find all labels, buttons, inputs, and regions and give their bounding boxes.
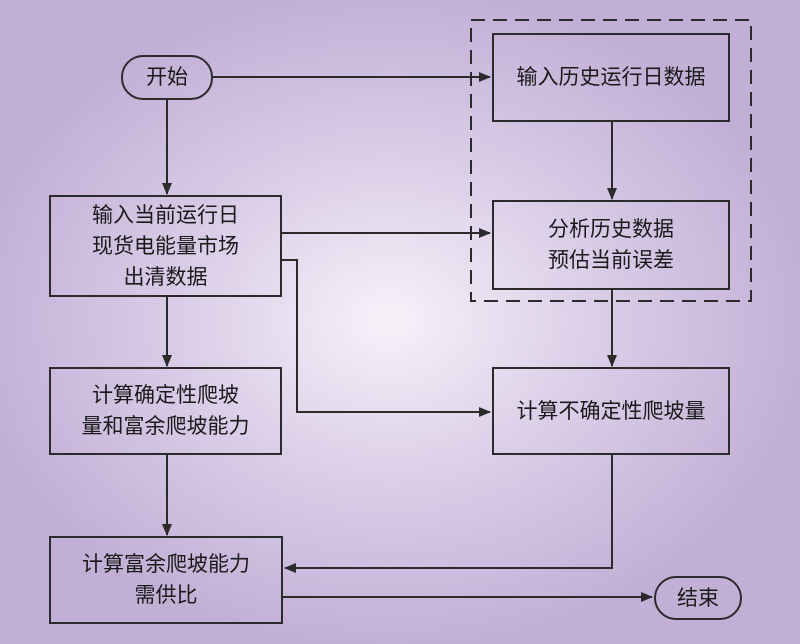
calc-uncertain-ramp-label: 计算不确定性爬坡量 [516, 398, 706, 423]
calc-ratio-box: 计算富余爬坡能力 需供比 [49, 536, 283, 624]
end-node-label: 结束 [677, 585, 719, 610]
start-node: 开始 [121, 55, 213, 100]
input-current-data-box: 输入当前运行日 现货电能量市场 出清数据 [49, 195, 282, 297]
arrow-input-current-to-calc-uncertain [282, 259, 491, 417]
analyze-history-box: 分析历史数据 预估当前误差 [492, 200, 730, 290]
end-node: 结束 [654, 576, 742, 620]
analyze-history-label: 分析历史数据 预估当前误差 [548, 217, 674, 272]
calc-certain-ramp-box: 计算确定性爬坡 量和富余爬坡能力 [49, 367, 282, 455]
arrow-calc-uncertain-to-calc-ratio [284, 455, 613, 573]
calc-uncertain-ramp-box: 计算不确定性爬坡量 [492, 367, 730, 455]
dashed-group-border [470, 19, 752, 302]
calc-certain-ramp-label: 计算确定性爬坡 量和富余爬坡能力 [81, 383, 250, 438]
input-current-data-label: 输入当前运行日 现货电能量市场 出清数据 [92, 202, 239, 289]
input-history-data-box: 输入历史运行日数据 [492, 33, 730, 122]
start-node-label: 开始 [146, 65, 188, 89]
input-history-data-label: 输入历史运行日数据 [516, 65, 706, 89]
calc-ratio-label: 计算富余爬坡能力 需供比 [82, 552, 250, 607]
